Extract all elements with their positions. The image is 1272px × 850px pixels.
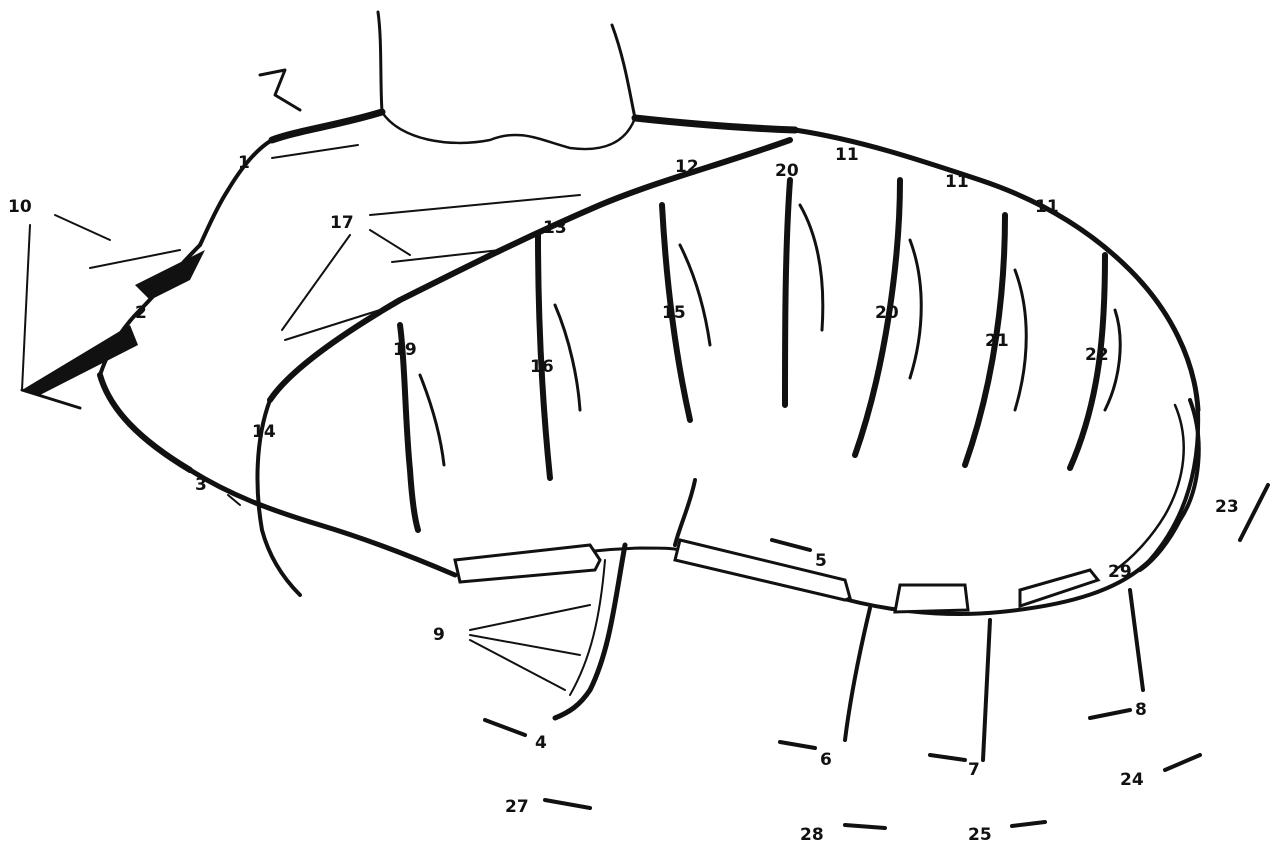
label-11-b: 11 [945,172,969,192]
label-3: 3 [195,475,207,495]
label-24: 24 [1120,770,1144,790]
label-23: 23 [1215,497,1239,517]
segment-ridges [400,180,1143,760]
leader-lines [22,145,1268,828]
label-2: 2 [135,303,147,323]
diagonal-ridge [257,140,790,595]
ventral-panels [455,400,1199,612]
label-20-top: 20 [775,161,799,181]
label-29: 29 [1108,562,1132,582]
label-15: 15 [662,303,686,323]
label-20: 20 [875,303,899,323]
label-19: 19 [393,340,417,360]
label-11-a: 11 [835,145,859,165]
label-22: 22 [1085,345,1109,365]
label-28: 28 [800,825,824,845]
label-1: 1 [238,153,250,173]
label-17: 17 [330,213,354,233]
label-13: 13 [543,218,567,238]
beak [22,70,300,408]
label-16: 16 [530,357,554,377]
label-12: 12 [675,157,699,177]
label-25: 25 [968,825,992,845]
label-8: 8 [1135,700,1147,720]
label-4: 4 [535,733,547,753]
label-27: 27 [505,797,529,817]
label-7: 7 [968,760,980,780]
label-5: 5 [815,551,827,571]
neck-outline [378,12,635,149]
label-9: 9 [433,625,445,645]
label-11-c: 11 [1035,197,1059,217]
label-14: 14 [252,422,276,442]
label-6: 6 [820,750,832,770]
label-21: 21 [985,331,1009,351]
label-10: 10 [8,197,32,217]
